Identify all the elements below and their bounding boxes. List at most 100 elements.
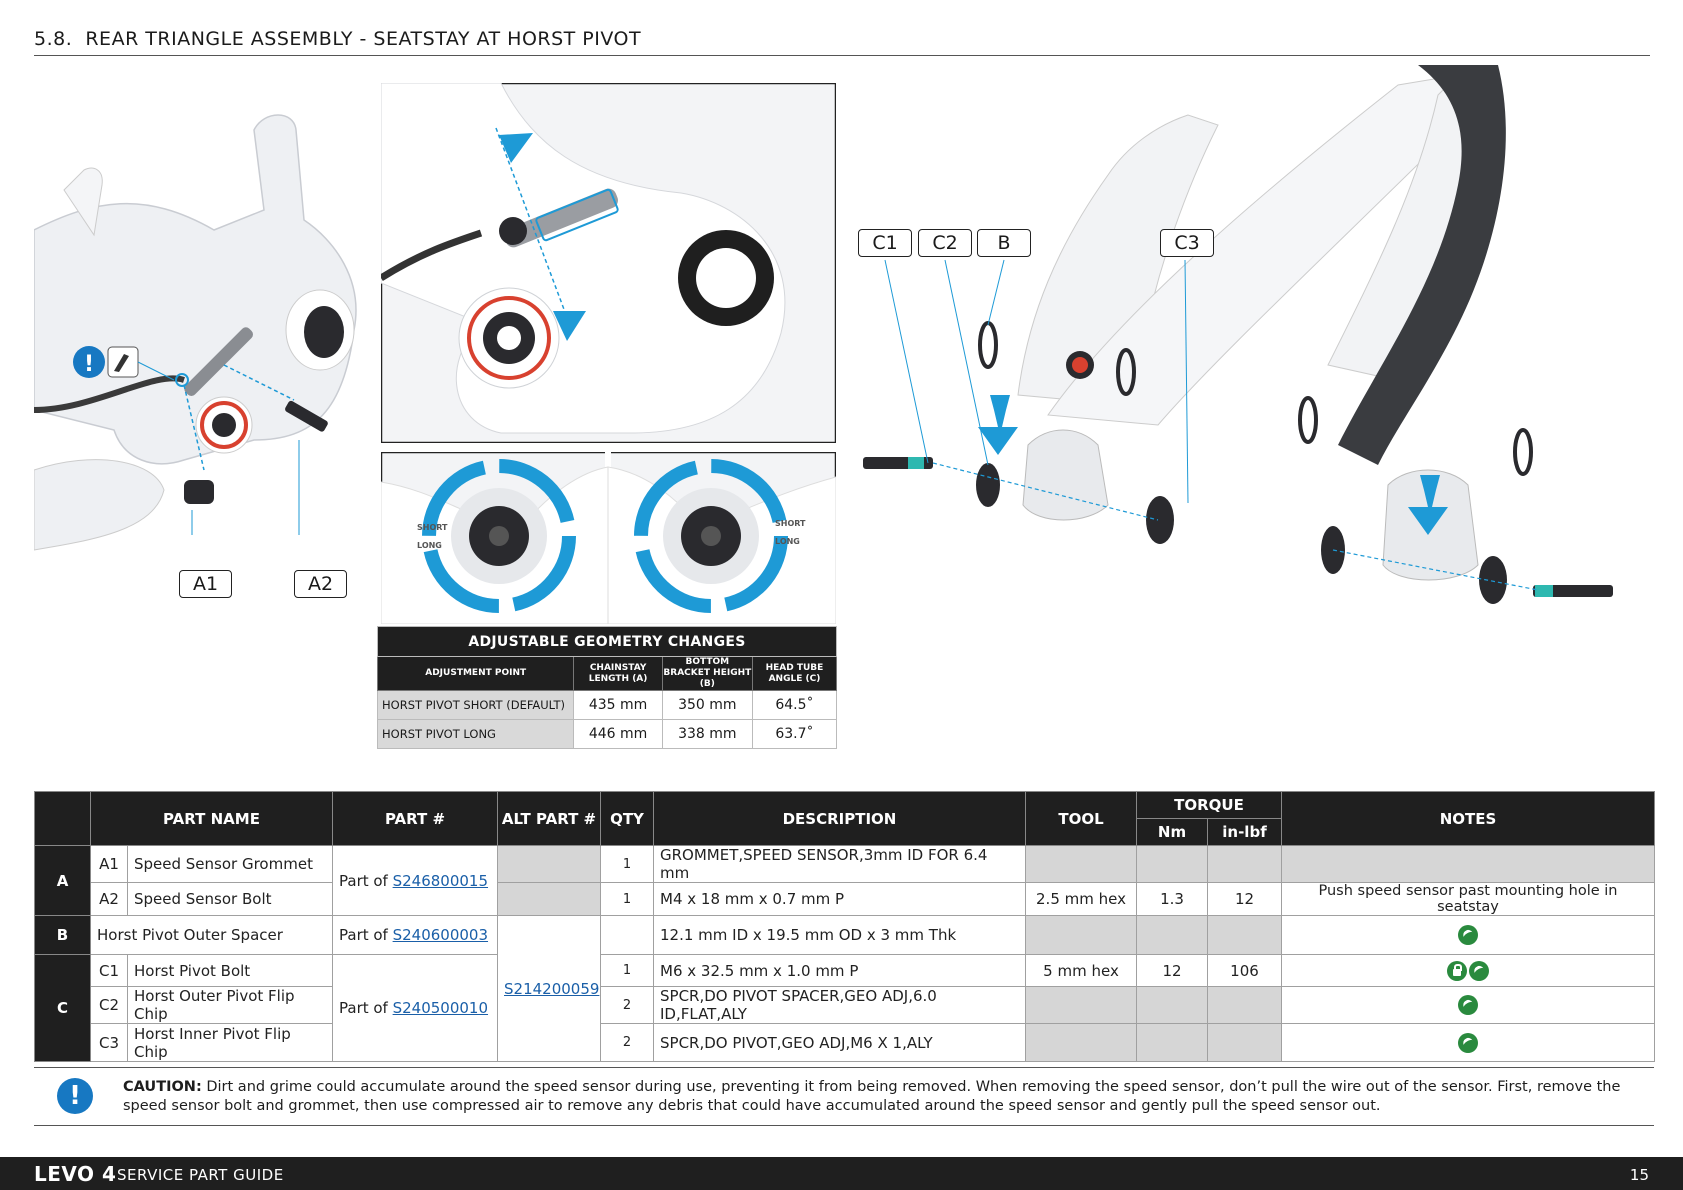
detail-view-illustration [381,83,836,443]
header-tool: TOOL [1025,791,1137,846]
geo-cell: 446 mm [573,719,663,749]
part-sub-label: A1 [90,845,128,883]
header-qty: QTY [600,791,654,846]
callout-a2: A2 [294,570,347,598]
speed-sensor-grommet [184,480,214,504]
outer-spacer-right-2 [1513,428,1533,476]
notes-cell: Push speed sensor past mounting hole in … [1281,882,1655,916]
part-number-link-c[interactable]: S240500010 [392,999,489,1017]
footer-bar: LEVO 4 SERVICE PART GUIDE 15 [0,1157,1683,1190]
inner-flip-chip-left [1146,496,1174,544]
part-name: Speed Sensor Bolt [127,882,333,916]
rotate-arrow-icon-right [634,459,788,613]
tool-cell [1025,845,1137,883]
rotate-arrow-icon [422,459,576,613]
label-short-left: SHORT [417,523,448,532]
flip-chip-illustration: SHORT LONG SHORT LONG [381,452,836,624]
dropout-left [1022,429,1109,521]
qty-cell [600,915,654,955]
sensor-cable-detail [381,229,483,281]
inlbf-cell [1207,915,1282,955]
threadlock-left [908,457,924,469]
geometry-table-title: ADJUSTABLE GEOMETRY CHANGES [377,626,837,657]
chainstay-piece [34,459,165,551]
warning-glyph: ! [84,352,94,377]
description-cell: M6 x 32.5 mm x 1.0 mm P [653,954,1026,987]
caution-divider-bottom [34,1125,1654,1126]
group-a-label: A [34,845,91,916]
warning-icon [73,346,105,378]
part-number-link-a[interactable]: S246800015 [392,871,489,890]
geo-cell: 63.7˚ [751,719,838,749]
page-title: 5.8. REAR TRIANGLE ASSEMBLY - SEATSTAY A… [34,28,641,50]
pivot-bearing-left-ring [1072,357,1088,373]
tool-icon [1458,925,1478,945]
threadlock-right [1535,585,1553,597]
part-sub-label: C2 [90,986,128,1024]
description-cell: SPCR,DO PIVOT,GEO ADJ,M6 X 1,ALY [653,1023,1026,1062]
speed-sensor [184,327,253,396]
caution-label: CAUTION: [123,1079,202,1095]
arrow-down-left [978,395,1018,455]
bearing-bore [497,326,521,350]
tool-cell: 2.5 mm hex [1025,882,1137,916]
geo-cell: 64.5˚ [751,690,838,720]
geo-header-chainstay: CHAINSTAY LENGTH (A) [573,656,663,691]
outer-spacer-left [978,321,998,369]
geo-row: HORST PIVOT SHORT (DEFAULT) 435 mm 350 m… [376,690,838,720]
qty-cell: 1 [600,954,654,987]
nm-cell [1136,986,1208,1024]
tool-icon [1458,995,1478,1015]
leader-line-bolt [223,364,295,401]
part-name: Horst Pivot Bolt [127,954,333,987]
inlbf-cell [1207,845,1282,883]
callout-c1: C1 [858,229,912,257]
sensor-wire [34,375,185,413]
outer-spacer-left-2 [1116,348,1136,396]
description-cell: 12.1 mm ID x 19.5 mm OD x 3 mm Thk [653,915,1026,955]
notes-cell [1281,915,1655,955]
alt-part-number-link[interactable]: S214200059 [504,979,600,998]
nm-cell [1136,1023,1208,1062]
tool-cell: 5 mm hex [1025,954,1137,987]
inlbf-cell [1207,1023,1282,1062]
pivot-ring-inner [696,248,756,308]
header-notes: NOTES [1281,791,1655,846]
part-of-prefix: Part of [339,926,393,944]
header-description: DESCRIPTION [653,791,1026,846]
table-row: B Horst Pivot Outer Spacer Part of S2406… [34,915,1655,1062]
part-number-link-b[interactable]: S240600003 [392,926,489,944]
bearing-ring [200,401,248,449]
geometry-table: ADJUSTABLE GEOMETRY CHANGES ADJUSTMENT P… [376,626,838,749]
leader-c1 [884,259,929,464]
geo-header-adjustment: ADJUSTMENT POINT [376,656,575,691]
part-name: Speed Sensor Grommet [127,845,333,883]
tool-cell [1025,915,1137,955]
notes-cell [1281,845,1655,883]
part-sub-label: C3 [90,1023,128,1062]
part-of-prefix: Part of [339,871,393,890]
part-of-prefix: Part of [339,999,393,1017]
table-row: A A1 Speed Sensor Grommet Part of S24680… [34,845,1655,916]
title-divider [34,55,1650,56]
header-part-name: PART NAME [90,791,333,846]
part-name: Horst Pivot Outer Spacer [90,915,333,955]
assembly-axis-left [932,462,1159,521]
part-number-cell-c: Part of S240500010 [332,954,498,1062]
table-row: C C1 Horst Pivot Bolt Part of S240500010… [34,954,1655,1062]
outer-spacer-right [1298,396,1318,444]
arrow-down-right [1408,475,1448,535]
qty-cell: 2 [600,986,654,1024]
sensor-highlight [175,373,189,387]
leader-warning [137,361,175,381]
alt-part-cell-shared: S214200059 [497,915,601,1062]
header-part-number: PART # [332,791,498,846]
geo-cell: HORST PIVOT LONG [376,719,575,749]
section-title-text: REAR TRIANGLE ASSEMBLY - SEATSTAY AT HOR… [85,28,642,50]
geo-cell: 338 mm [661,719,753,749]
inlbf-cell: 106 [1207,954,1282,987]
inlbf-cell [1207,986,1282,1024]
table-row: C2 Horst Outer Pivot Flip Chip 2 SPCR,DO… [35,986,1655,1024]
part-name: Horst Outer Pivot Flip Chip [127,986,333,1024]
description-cell: M4 x 18 mm x 0.7 mm P [653,882,1026,916]
